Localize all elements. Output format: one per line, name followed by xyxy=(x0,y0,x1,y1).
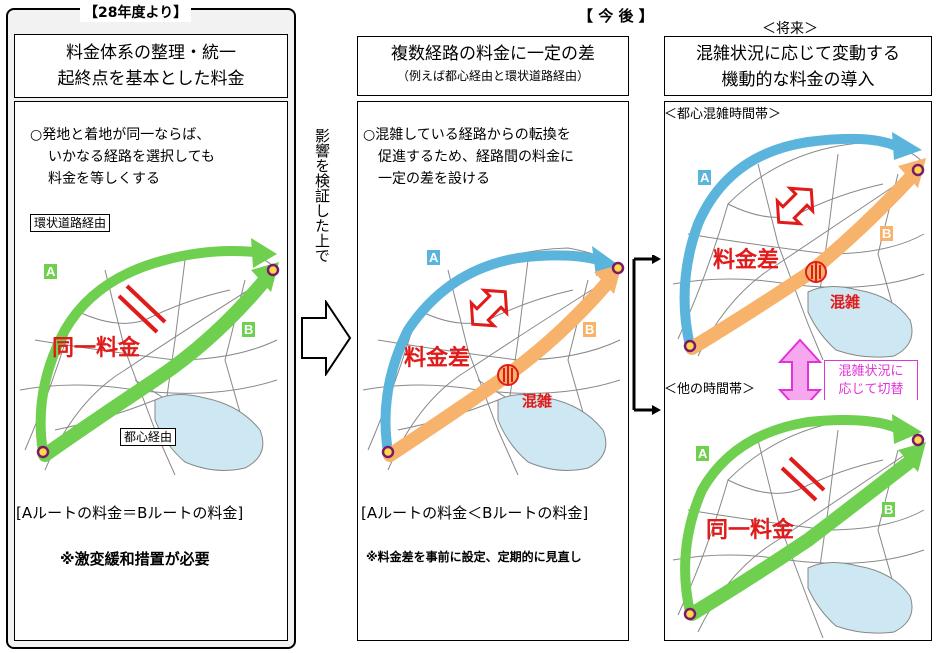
left-bullet-line1: ○発地と着地が同一ならば、 xyxy=(30,127,211,143)
middle-congestion-stripes xyxy=(503,366,513,384)
right-peak-origin-node xyxy=(683,339,697,353)
middle-title-line2: （例えば都心経由と環状道路経由） xyxy=(396,69,589,83)
left-label-same-fee: 同一料金 xyxy=(52,336,141,361)
right-offpeak-route-b-arrowhead xyxy=(898,442,926,472)
left-title: 料金体系の整理・統一 起終点を基本とした料金 xyxy=(14,34,288,98)
right-offpeak-label-same-fee: 同一料金 xyxy=(706,518,795,543)
middle-bullet-line1: ○混雑している経路からの転換を xyxy=(363,127,571,143)
right-peak-bay xyxy=(807,286,913,358)
left-title-line1: 料金体系の整理・統一 xyxy=(66,43,236,63)
left-bay xyxy=(154,394,264,471)
left-route-a-arrowhead xyxy=(251,238,277,268)
right-peak-route-a-arrowhead xyxy=(892,132,922,160)
middle-label-congestion: 混雑 xyxy=(522,392,553,410)
middle-bullet-line3: 一定の差を設ける xyxy=(378,171,490,187)
right-offpeak-route-a-band xyxy=(680,415,901,617)
middle-label-b: B xyxy=(583,322,597,337)
middle-bay xyxy=(497,394,607,471)
future-header: 【 今 後 】 xyxy=(578,7,654,25)
right-offpeak-route-b-band xyxy=(685,453,919,621)
right-offpeak-label: ＜他の時間帯＞ xyxy=(664,382,756,397)
left-tag-center: 都心経由 xyxy=(120,428,177,446)
middle-note: ※料金差を事前に設定、定期的に見直し xyxy=(366,550,582,564)
left-label-a: A xyxy=(44,264,58,279)
right-peak-fee-diff-arrow xyxy=(775,186,815,226)
middle-fee-diff-arrow xyxy=(469,288,509,328)
left-route-map xyxy=(15,230,287,475)
branch-arrows xyxy=(632,255,661,415)
right-peak-label: ＜都心混雑時間帯＞ xyxy=(664,107,782,122)
right-title-line2: 機動的な料金の導入 xyxy=(721,70,875,90)
right-offpeak-route-a-arrowhead xyxy=(892,414,922,444)
right-peak-congestion-stripes xyxy=(811,263,821,281)
left-header: 【28年度より】 xyxy=(80,2,192,22)
left-equal-mark-1 xyxy=(125,284,167,324)
middle-route-a-band xyxy=(380,250,603,457)
middle-title-line1: 複数経路の料金に一定の差 xyxy=(391,44,595,64)
right-peak-map xyxy=(668,124,930,360)
proceed-arrow xyxy=(301,300,352,376)
left-route-a-band xyxy=(35,246,260,457)
right-offpeak-bay xyxy=(807,562,913,634)
left-route-b-band xyxy=(38,273,272,462)
left-tag-ring: 環状道路経由 xyxy=(30,214,111,232)
right-title-line1: 混雑状況に応じて変動する xyxy=(696,44,900,64)
middle-origin-node xyxy=(381,445,395,459)
right-offpeak-origin-node xyxy=(683,607,697,621)
right-peak-label-a: A xyxy=(698,170,712,185)
middle-route-map xyxy=(358,230,628,475)
switch-text-line2: 応じて切替 xyxy=(838,382,904,397)
right-offpeak-label-a: A xyxy=(696,446,710,461)
middle-label-fee-diff: 料金差 xyxy=(404,346,471,371)
left-bullet-line2: いかなる経路を選択しても xyxy=(48,149,215,165)
right-offpeak-destination-node xyxy=(911,433,925,447)
right-header: ＜将来＞ xyxy=(762,21,818,37)
left-origin-node xyxy=(36,445,50,459)
right-offpeak-equal-mark-1 xyxy=(788,456,826,492)
right-offpeak-label-b: B xyxy=(882,502,896,517)
left-title-line2: 起終点を基本とした料金 xyxy=(57,69,245,89)
right-offpeak-map xyxy=(668,400,930,638)
left-note: ※激変緩和措置が必要 xyxy=(60,550,210,568)
right-peak-route-a-band xyxy=(679,133,901,351)
verify-impact-text: 影響を検証した上で xyxy=(313,128,331,263)
middle-formula: [Aルートの料金＜Bルートの料金] xyxy=(361,504,589,522)
right-offpeak-equal-mark-2 xyxy=(780,466,818,502)
middle-title: 複数経路の料金に一定の差 （例えば都心経由と環状道路経由） xyxy=(357,36,629,96)
right-peak-label-congestion: 混雑 xyxy=(830,293,861,311)
left-bullet-line3: 料金を等しくする xyxy=(48,171,160,187)
switch-text-line1: 混雑状況に xyxy=(838,364,904,379)
middle-destination-node xyxy=(611,261,625,275)
right-peak-label-b: B xyxy=(880,226,894,241)
left-label-b: B xyxy=(242,322,256,337)
right-peak-destination-node xyxy=(911,163,925,177)
left-equal-mark-2 xyxy=(117,294,159,334)
right-peak-label-fee-diff: 料金差 xyxy=(713,248,780,273)
left-formula: [Aルートの料金＝Bルートの料金] xyxy=(16,504,244,522)
middle-label-a: A xyxy=(427,250,441,265)
right-title: 混雑状況に応じて変動する 機動的な料金の導入 xyxy=(664,36,932,96)
middle-bullet-line2: 促進するため、経路間の料金に xyxy=(378,149,574,165)
middle-route-b-band xyxy=(383,275,615,462)
left-destination-node xyxy=(266,263,280,277)
switch-text-box: 混雑状況に 応じて切替 xyxy=(824,360,918,402)
